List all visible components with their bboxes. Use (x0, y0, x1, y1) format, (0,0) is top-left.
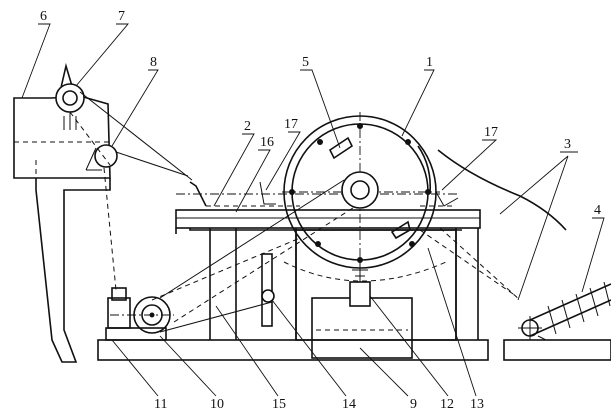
intake-table (175, 181, 481, 234)
rotor-housing (282, 112, 440, 278)
callout-labels: 1 2 3 4 5 6 7 8 9 10 11 12 13 14 15 16 1… (40, 9, 601, 412)
drive-belt (151, 179, 357, 333)
callout-1: 1 (426, 55, 433, 70)
callout-15: 15 (272, 397, 286, 412)
callout-13: 13 (470, 397, 484, 412)
tension-roller (85, 144, 118, 171)
tensioner-slot (261, 253, 275, 327)
callout-2: 2 (244, 119, 251, 134)
support-frame (97, 228, 489, 361)
callout-9: 9 (410, 397, 417, 412)
callout-17-right: 17 (484, 125, 498, 140)
callout-3: 3 (564, 137, 571, 152)
feed-roller (55, 62, 85, 130)
callout-5: 5 (302, 55, 309, 70)
callout-10: 10 (210, 397, 224, 412)
cutter-blade (328, 136, 411, 240)
feed-belt (69, 91, 193, 291)
callout-11: 11 (154, 397, 167, 412)
callout-16: 16 (260, 135, 274, 150)
hopper (13, 95, 111, 363)
callout-7: 7 (118, 9, 125, 24)
auger-conveyor (503, 281, 611, 361)
callout-4: 4 (594, 203, 601, 218)
callout-6: 6 (40, 9, 47, 24)
blade-adjuster (349, 262, 371, 307)
callout-14: 14 (342, 397, 356, 412)
callout-12: 12 (440, 397, 454, 412)
callout-8: 8 (150, 55, 157, 70)
drive-motor (105, 287, 174, 341)
leader-lines (21, 23, 605, 397)
discharge-chute (419, 149, 567, 301)
callout-17-left: 17 (284, 117, 298, 132)
